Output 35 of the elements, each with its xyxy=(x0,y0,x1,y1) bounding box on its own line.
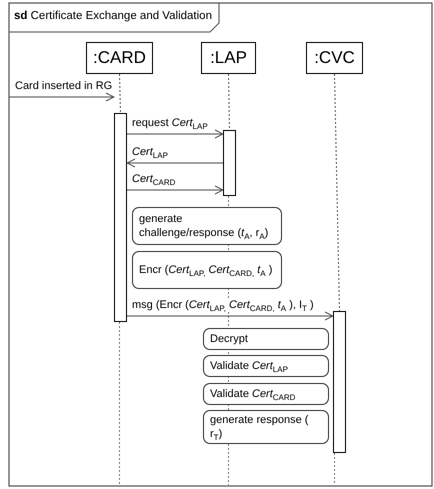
message-label: msg (Encr (Cert$_{LAP,}$ Cert$_{CARD,}$ t$_{A}$ ), I$_{T}$ ) xyxy=(131,299,315,311)
action-box xyxy=(203,410,329,444)
message-arrow xyxy=(126,312,334,320)
message-label: Cert$_{LAP}$ xyxy=(131,146,169,158)
message-label: Card inserted in RG xyxy=(14,80,114,92)
action-text: Validate Cert$_{CARD}$ xyxy=(210,386,296,402)
message-arrow xyxy=(126,130,224,138)
lifeline xyxy=(334,74,340,312)
message-arrow xyxy=(126,158,224,168)
message-label: request Cert$_{LAP}$ xyxy=(131,117,209,129)
diagram-title: sd Certificate Exchange and Validation xyxy=(13,10,213,22)
action-box xyxy=(203,328,329,350)
action-box xyxy=(203,355,329,377)
lifeline-head xyxy=(86,42,153,74)
action-text: Encr (Cert$_{LAP,}$ Cert$_{CARD,}$ t$_{A}$ ) xyxy=(139,262,272,278)
action-box xyxy=(132,207,282,245)
activation-bar xyxy=(333,311,346,453)
lifeline xyxy=(228,74,230,130)
participant-name: :CARD xyxy=(93,48,146,68)
action-box xyxy=(132,251,282,289)
message-arrow xyxy=(8,92,114,102)
activation-bar xyxy=(114,113,127,322)
action-text: generate response ( r$_{T}$) xyxy=(210,412,310,442)
message-arrow xyxy=(126,186,224,194)
activation-bar xyxy=(223,130,236,196)
participant-name: :LAP xyxy=(210,48,247,68)
action-text: Decrypt xyxy=(210,332,248,346)
action-text: generate challenge/response (t$_{A}$, r$_{A}$) xyxy=(139,212,270,240)
action-box xyxy=(203,383,329,405)
lifeline xyxy=(119,74,121,114)
action-text: Validate Cert$_{LAP}$ xyxy=(210,358,288,374)
lifeline-head xyxy=(306,42,363,74)
participant-name: :CVC xyxy=(314,48,355,68)
lifeline-head xyxy=(201,42,256,74)
message-label: Cert$_{CARD}$ xyxy=(131,173,176,185)
